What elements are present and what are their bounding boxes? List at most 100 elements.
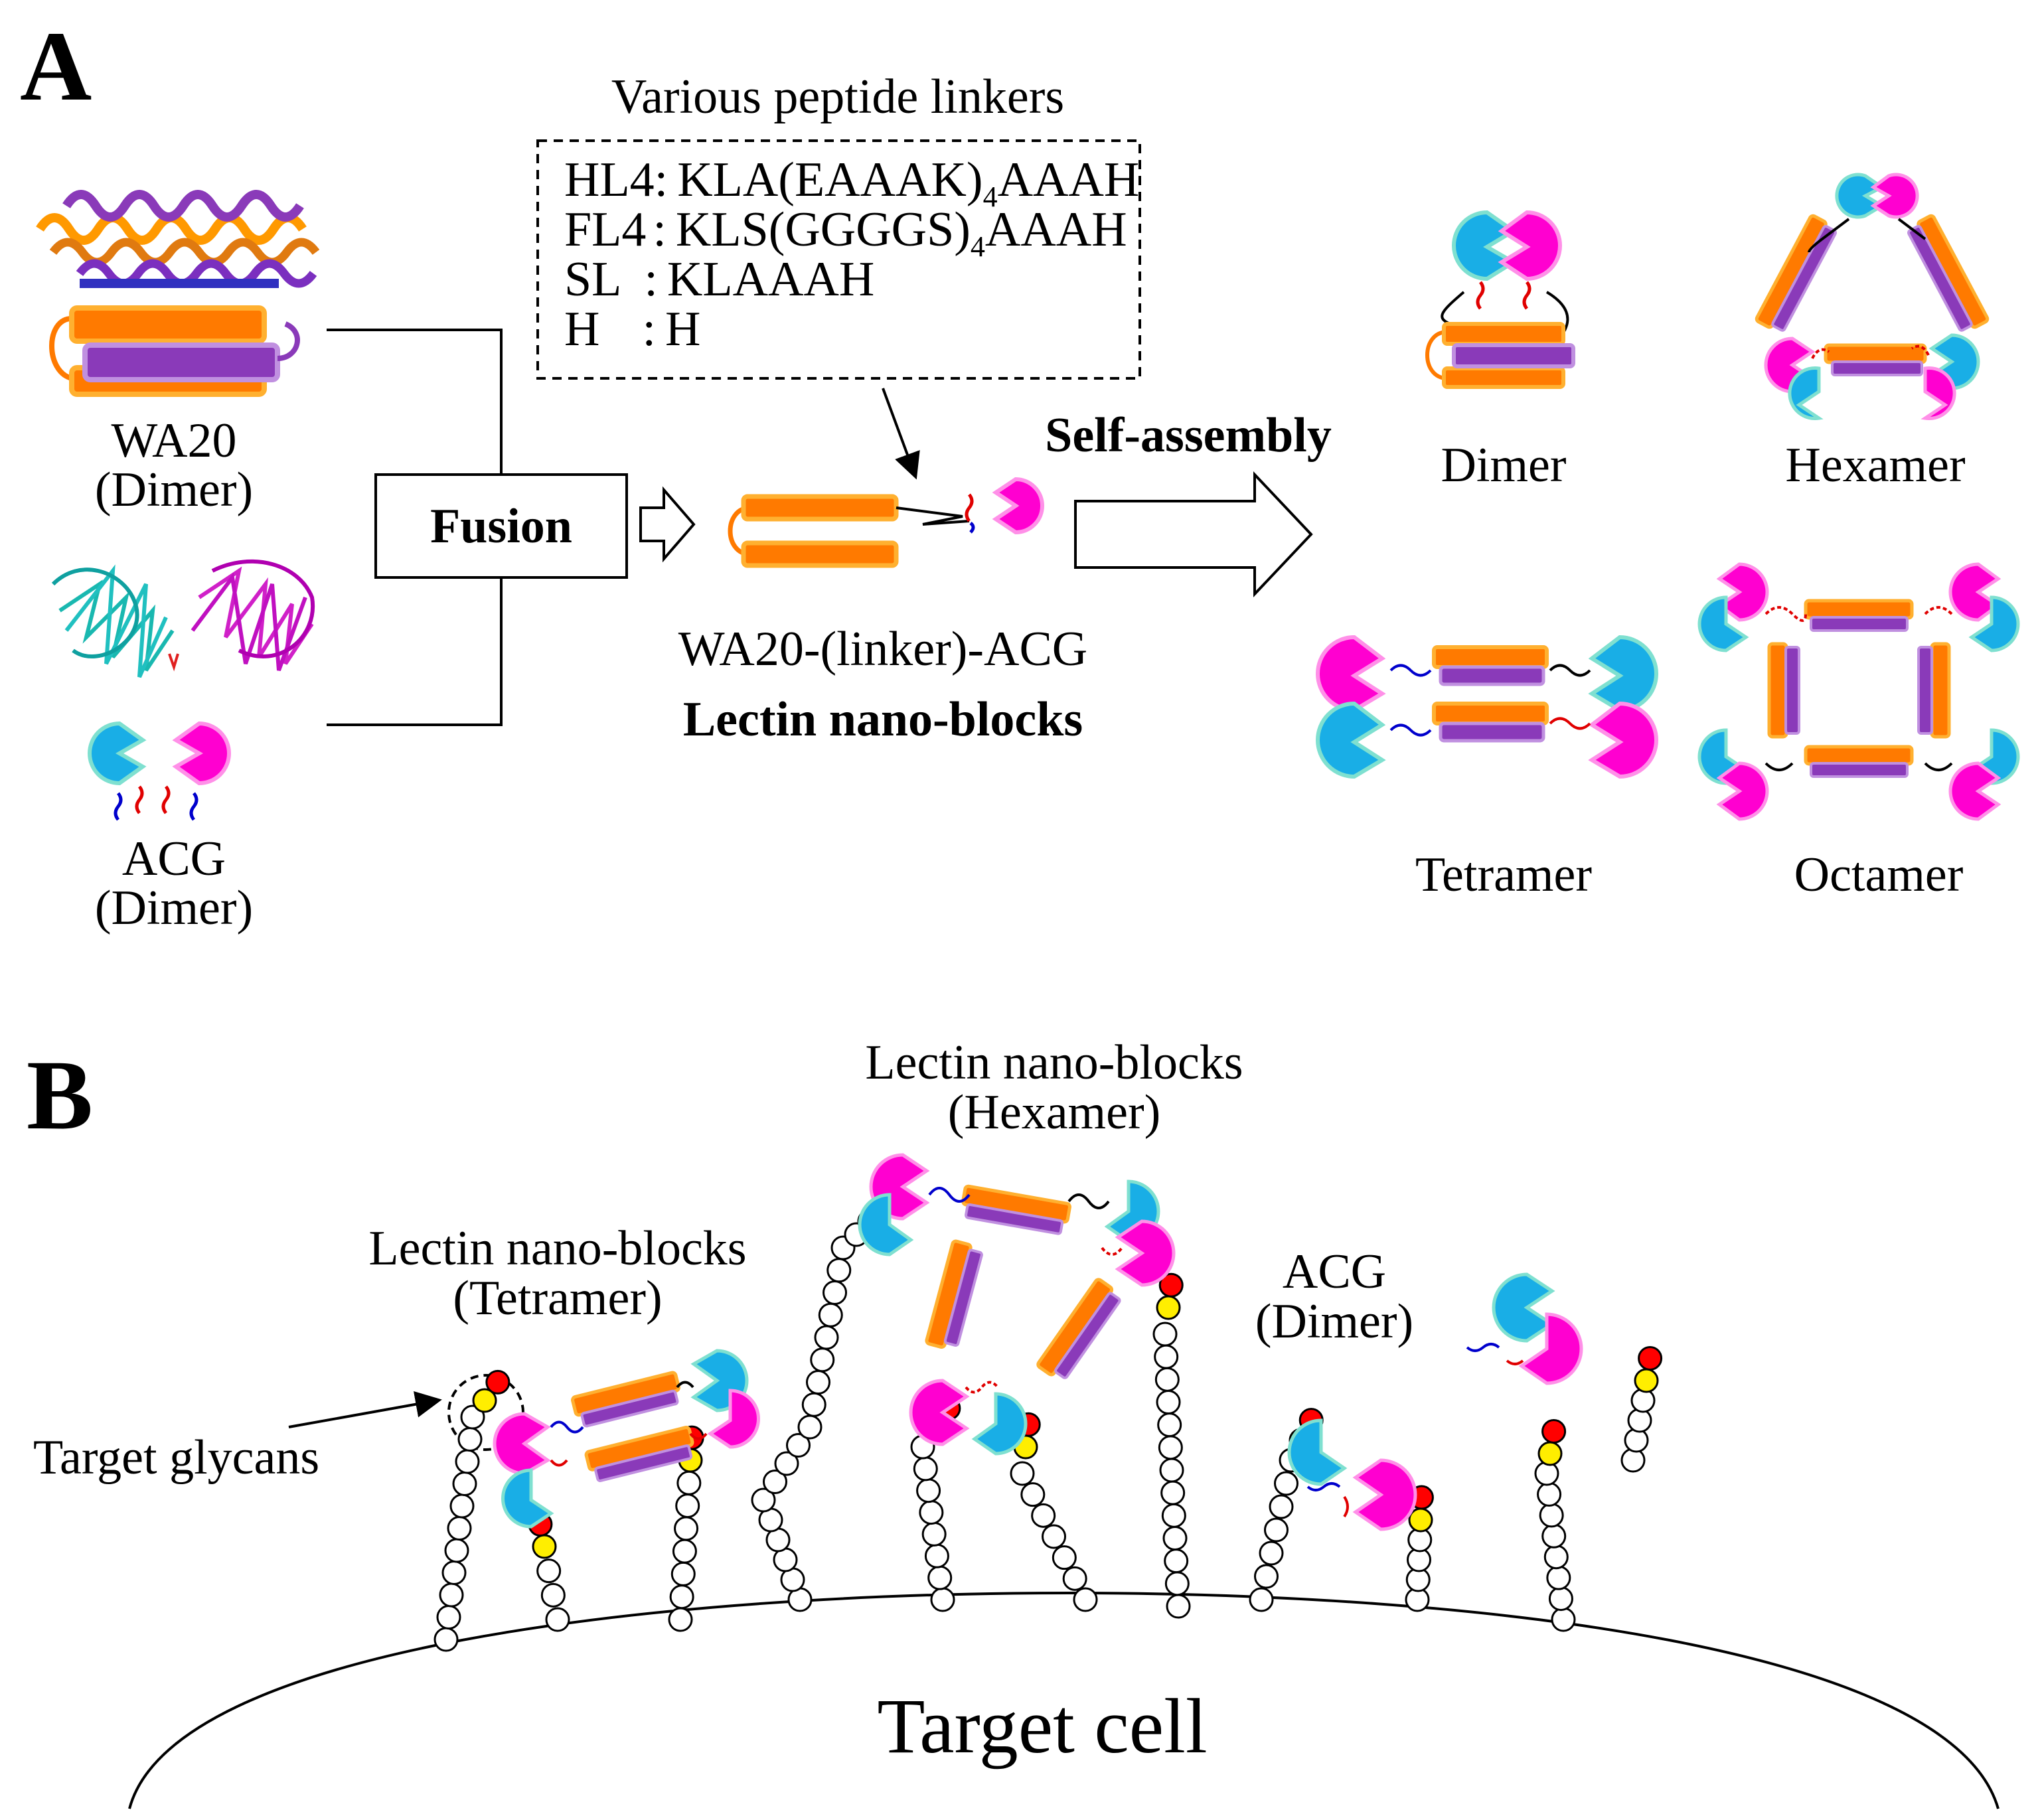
glycan-residue	[806, 1370, 830, 1395]
panel-b-tetramer	[493, 1349, 760, 1529]
glycan-residue	[449, 1493, 475, 1519]
fusion-bracket	[327, 329, 503, 726]
glycan-residue	[1166, 1594, 1191, 1619]
linkers-box	[536, 139, 1141, 380]
glycan-residue	[774, 1451, 799, 1476]
oligomer-octamer-label: Octamer	[1794, 848, 1964, 902]
glycan-residue	[1160, 1480, 1186, 1505]
panel-b-hexamer	[858, 1153, 1176, 1456]
glycan-residue	[452, 1472, 477, 1496]
glycan-residue	[675, 1493, 700, 1519]
glycan-residue	[668, 1607, 693, 1632]
acg-ribbon-structure	[51, 560, 315, 678]
glycan-residue	[1630, 1388, 1656, 1413]
acg-dimer-label-line2: (Dimer)	[1255, 1294, 1413, 1349]
self-assembly-arrow	[1074, 471, 1313, 598]
glycan-residue	[1541, 1523, 1567, 1549]
glycan-residue	[1073, 1587, 1098, 1612]
glycan-terminal-red	[485, 1369, 510, 1395]
wa20-name: WA20	[111, 414, 236, 468]
glycan-residue	[826, 1258, 852, 1283]
glycan-residue	[1259, 1541, 1284, 1566]
glycan-residue	[536, 1558, 562, 1584]
glycan-residue	[444, 1538, 469, 1563]
acg-dimer-cartoon	[88, 721, 231, 821]
glycan-residue	[545, 1607, 570, 1632]
glycan-residue	[1152, 1322, 1178, 1347]
glycan-residue	[669, 1584, 694, 1610]
fusion-construct-cartoon	[728, 477, 1044, 568]
glycan-terminal-red	[1158, 1272, 1184, 1298]
glycan-residue	[1159, 1458, 1184, 1483]
target-cell-membrane	[128, 1591, 2000, 1809]
glycan-terminal-yellow	[472, 1388, 497, 1413]
glycan-residue	[916, 1478, 941, 1503]
glycan-residue	[1164, 1549, 1189, 1574]
glycan-terminal-yellow	[1156, 1295, 1181, 1320]
glycan-residue	[672, 1539, 697, 1564]
glycan-terminal-yellow	[1634, 1368, 1659, 1393]
fusion-arrow	[639, 486, 696, 563]
acg-dimer-label-line1: ACG	[1283, 1245, 1386, 1299]
dimer-cartoon	[1425, 210, 1575, 389]
glycan-residue	[921, 1521, 947, 1547]
glycan-residue	[460, 1404, 485, 1430]
glycan-residue	[1052, 1545, 1077, 1570]
self-assembly-label: Self-assembly	[1045, 408, 1332, 463]
target-cell-label: Target cell	[877, 1683, 1207, 1770]
target-glycans-label: Target glycans	[33, 1430, 319, 1485]
glycan-residue	[540, 1582, 566, 1608]
linker-row-fl4: FL4:KLS(GGGGS)4AAAH	[564, 202, 1127, 263]
glycan-residue	[1551, 1607, 1576, 1632]
tetramer-label-line1: Lectin nano-blocks	[368, 1221, 746, 1276]
wa20-dimer-cartoon	[49, 305, 300, 397]
glycan-residue	[1534, 1461, 1559, 1486]
glycan-residue	[1548, 1586, 1573, 1612]
glycan-residue	[1537, 1481, 1562, 1507]
glycan-residue	[1156, 1390, 1181, 1414]
glycan-residue	[1546, 1565, 1571, 1590]
glycan-residue	[1154, 1344, 1179, 1369]
glycan-residue	[670, 1561, 696, 1586]
linker-rows: HL4:KLA(EAAAK)4AAAH FL4:KLS(GGGGS)4AAAH …	[564, 153, 1139, 356]
glycan-residue	[797, 1414, 823, 1440]
glycan-residue	[919, 1500, 944, 1525]
glycan-residue	[441, 1560, 467, 1585]
linker-row-hl4: HL4:KLA(EAAAK)4AAAH	[564, 153, 1139, 213]
tetramer-cartoon	[1316, 635, 1658, 779]
glycan-residue	[763, 1470, 787, 1494]
glycan-residue	[1020, 1482, 1046, 1507]
glycan-residue	[1254, 1564, 1279, 1589]
wa20-state: (Dimer)	[95, 463, 253, 517]
glycan-residue	[439, 1582, 464, 1608]
tetramer-label-line2: (Tetramer)	[453, 1271, 662, 1326]
glycan-residue	[1031, 1503, 1056, 1528]
octamer-cartoon	[1697, 562, 2020, 821]
glycan-residue	[1539, 1503, 1564, 1528]
construct-name: WA20-(linker)-ACG	[678, 622, 1088, 676]
oligomer-tetramer-label: Tetramer	[1415, 848, 1592, 902]
wa20-ribbon-structure	[36, 190, 320, 288]
glycan-residue	[751, 1487, 776, 1513]
glycan-residue	[1157, 1412, 1182, 1438]
glycan-residue	[676, 1470, 702, 1495]
acg-name: ACG	[122, 832, 226, 886]
hexamer-cartoon	[1755, 173, 1990, 420]
glycan-residue	[674, 1516, 699, 1541]
glycan-residue	[1161, 1503, 1186, 1528]
glycan-residue	[1062, 1566, 1087, 1591]
panel-label-b: B	[27, 1040, 93, 1150]
linkers-title: Various peptide linkers	[611, 70, 1064, 124]
glycan-residue	[1010, 1461, 1035, 1486]
glycan-residue	[1620, 1448, 1646, 1473]
glycan-terminal-yellow	[1537, 1441, 1563, 1466]
fusion-box: Fusion	[374, 473, 628, 579]
glycan-residue	[1269, 1494, 1294, 1519]
construct-title: Lectin nano-blocks	[683, 692, 1083, 747]
glycan-residue	[818, 1302, 843, 1327]
glycan-residue	[1249, 1587, 1274, 1612]
glycan-terminal-red	[1541, 1418, 1567, 1444]
glycan-residue	[1627, 1408, 1652, 1433]
glycan-residue	[924, 1543, 949, 1568]
